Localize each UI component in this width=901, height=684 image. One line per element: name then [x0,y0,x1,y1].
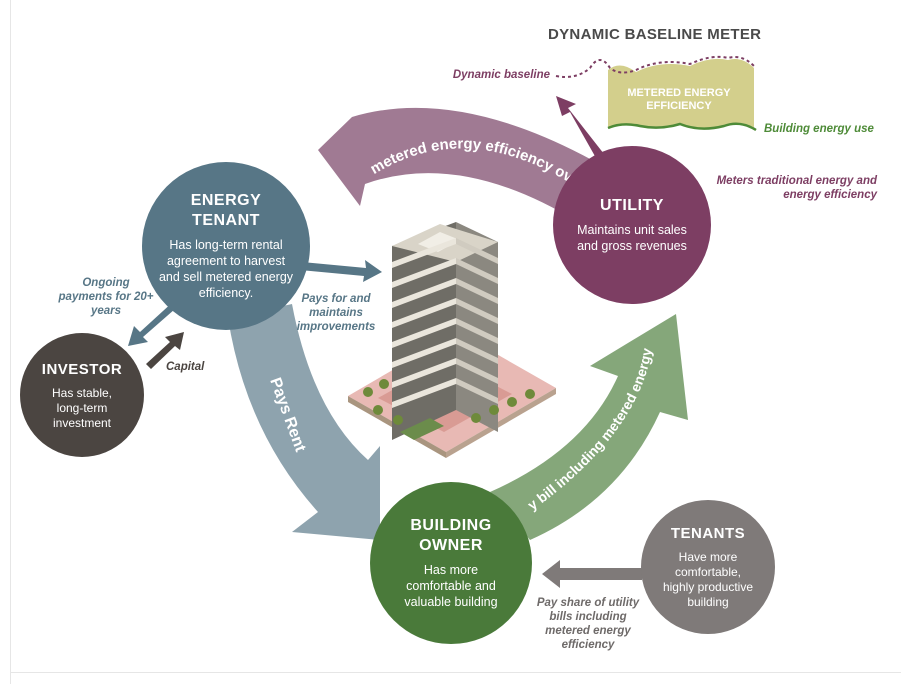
dynamic-baseline-label: Dynamic baseline [452,69,550,81]
arrow-investor-to-tenant [146,332,184,369]
energy-tenant-node: ENERGY TENANT Has long-term rental agree… [142,162,310,330]
arrow-utility-to-meter [556,96,604,158]
ongoing-payments-label: Ongoing payments for 20+ years [58,277,154,317]
arrow-tenant-to-building [300,260,382,282]
meter-band-label: METERED ENERGY EFFICIENCY [627,87,731,112]
investor-desc: Has stable, long-term investment [51,385,113,430]
tenants-title: TENANTS [670,525,746,542]
utility-title: UTILITY [600,197,664,214]
arrow-pays-utility-bill [490,314,688,540]
arrow-pays-metered [318,107,592,222]
building-owner-title: BUILDING OWNER [410,517,492,554]
investor-title: INVESTOR [41,360,123,378]
meters-traditional-label: Meters traditional energy and energy eff… [716,175,877,201]
investor-node: INVESTOR Has stable, long-term investmen… [20,333,144,457]
building-energy-use-label: Building energy use [764,123,874,135]
building-owner-desc: Has more comfortable and valuable buildi… [404,563,498,609]
pay-share-label: Pay share of utility bills including met… [536,597,640,651]
energy-tenant-title: ENERGY TENANT [190,192,262,229]
arrow-tenants-to-owner [542,560,642,588]
energy-tenant-desc: Has long-term rental agreement to harves… [158,238,294,300]
utility-desc: Maintains unit sales and gross revenues [577,223,687,253]
capital-label: Capital [166,361,205,373]
utility-node: UTILITY Maintains unit sales and gross r… [553,146,711,304]
meter-title: DYNAMIC BASELINE METER [548,26,762,43]
frame-border-bottom [10,672,901,673]
building-illustration [348,222,556,458]
dynamic-baseline-meter [555,55,757,132]
arrow-pays-rent [228,304,380,540]
tenants-desc: Have more comfortable, highly productive… [662,550,754,609]
building-energy-line [607,122,757,132]
frame-border-left [10,0,11,684]
dynamic-baseline-line [555,55,755,78]
tenants-node: TENANTS Have more comfortable, highly pr… [641,500,775,634]
pays-improvements-label: Pays for and maintains improvements [296,293,376,333]
building-owner-node: BUILDING OWNER Has more comfortable and … [370,482,532,644]
meter-band [608,58,754,129]
